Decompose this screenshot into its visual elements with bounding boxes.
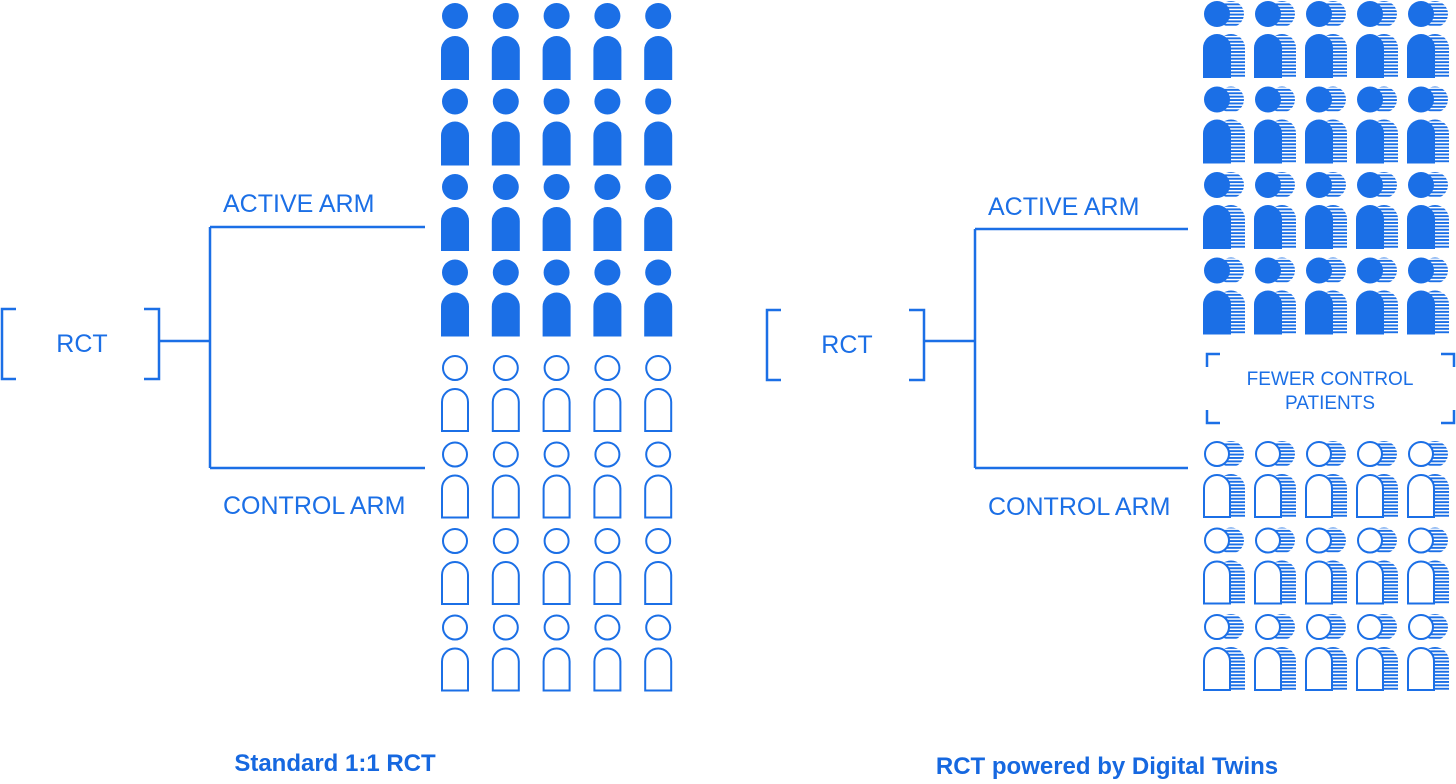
person-outline-with-digital-twin-icon xyxy=(1203,614,1245,691)
person-outline-icon xyxy=(491,355,520,432)
person-with-digital-twin-icon xyxy=(1305,86,1347,164)
person-filled-icon xyxy=(542,88,571,166)
person-with-digital-twin-icon xyxy=(1407,257,1449,335)
person-outline-icon xyxy=(491,441,520,519)
person-filled-icon xyxy=(542,259,571,337)
person-outline-with-digital-twin-icon xyxy=(1254,614,1296,691)
person-outline-icon xyxy=(542,528,571,605)
person-with-digital-twin-icon xyxy=(1254,86,1296,164)
fewer-control-note-line1: FEWER CONTROL xyxy=(1247,369,1414,390)
person-outline-icon xyxy=(441,441,469,519)
person-with-digital-twin-icon xyxy=(1254,172,1296,249)
person-outline-icon xyxy=(441,614,469,692)
rct-label-left: RCT xyxy=(56,330,107,358)
person-filled-icon xyxy=(644,3,673,80)
person-with-digital-twin-icon xyxy=(1254,257,1296,335)
person-with-digital-twin-icon xyxy=(1203,257,1245,335)
person-filled-icon xyxy=(593,88,622,166)
person-with-digital-twin-icon xyxy=(1407,172,1449,249)
person-outline-icon xyxy=(593,528,622,605)
person-outline-icon xyxy=(593,614,622,692)
person-filled-icon xyxy=(593,3,622,80)
person-with-digital-twin-icon xyxy=(1356,86,1398,164)
person-outline-with-digital-twin-icon xyxy=(1305,527,1347,605)
rct-label-right: RCT xyxy=(821,331,872,359)
person-filled-icon xyxy=(441,3,469,80)
person-outline-with-digital-twin-icon xyxy=(1407,527,1449,605)
branch-lines-left xyxy=(159,225,425,470)
person-with-digital-twin-icon xyxy=(1407,1,1449,78)
person-outline-with-digital-twin-icon xyxy=(1203,441,1245,518)
active-arm-patients-left xyxy=(441,3,673,337)
person-with-digital-twin-icon xyxy=(1203,86,1245,164)
person-outline-icon xyxy=(542,441,571,519)
person-outline-icon xyxy=(491,614,520,692)
person-outline-icon xyxy=(441,355,469,432)
fewer-control-note-line2: PATIENTS xyxy=(1285,393,1375,414)
person-outline-with-digital-twin-icon xyxy=(1305,441,1347,518)
person-with-digital-twin-icon xyxy=(1305,257,1347,335)
person-with-digital-twin-icon xyxy=(1356,172,1398,249)
person-outline-icon xyxy=(644,528,673,605)
person-filled-icon xyxy=(491,3,520,80)
active-arm-label-right: ACTIVE ARM xyxy=(988,193,1139,221)
rct-bracket-left xyxy=(0,307,161,381)
person-with-digital-twin-icon xyxy=(1356,1,1398,78)
person-outline-icon xyxy=(542,355,571,432)
person-outline-icon xyxy=(593,355,622,432)
person-outline-with-digital-twin-icon xyxy=(1254,527,1296,605)
control-arm-patients-right xyxy=(1203,441,1449,691)
person-with-digital-twin-icon xyxy=(1356,257,1398,335)
person-with-digital-twin-icon xyxy=(1305,172,1347,249)
person-filled-icon xyxy=(491,259,520,337)
person-filled-icon xyxy=(593,259,622,337)
person-outline-with-digital-twin-icon xyxy=(1356,614,1398,691)
control-arm-patients-left xyxy=(441,355,673,692)
person-filled-icon xyxy=(644,174,673,251)
person-filled-icon xyxy=(542,3,571,80)
left-panel: RCT ACTIVE ARM CONTROL ARM Standard 1:1 … xyxy=(0,3,673,777)
person-outline-icon xyxy=(593,441,622,519)
person-with-digital-twin-icon xyxy=(1203,172,1245,249)
person-filled-icon xyxy=(542,174,571,251)
person-outline-icon xyxy=(644,614,673,692)
rct-bracket-right xyxy=(765,308,926,382)
person-filled-icon xyxy=(441,174,469,251)
active-arm-patients-right xyxy=(1203,1,1449,335)
person-filled-icon xyxy=(593,174,622,251)
caption-right: RCT powered by Digital Twins xyxy=(936,753,1278,780)
person-with-digital-twin-icon xyxy=(1203,1,1245,78)
person-outline-with-digital-twin-icon xyxy=(1254,441,1296,518)
person-with-digital-twin-icon xyxy=(1254,1,1296,78)
person-outline-icon xyxy=(644,355,673,432)
person-outline-icon xyxy=(441,528,469,605)
person-filled-icon xyxy=(491,88,520,166)
person-outline-with-digital-twin-icon xyxy=(1203,527,1245,605)
person-filled-icon xyxy=(644,88,673,166)
fewer-control-note: FEWER CONTROL PATIENTS xyxy=(1205,352,1456,425)
person-filled-icon xyxy=(441,259,469,337)
person-outline-with-digital-twin-icon xyxy=(1407,614,1449,691)
active-arm-label-left: ACTIVE ARM xyxy=(223,190,374,218)
control-arm-label-left: CONTROL ARM xyxy=(223,492,405,520)
person-outline-with-digital-twin-icon xyxy=(1407,441,1449,518)
branch-lines-right xyxy=(924,227,1188,470)
control-arm-label-right: CONTROL ARM xyxy=(988,493,1170,521)
person-outline-icon xyxy=(644,441,673,519)
person-outline-icon xyxy=(542,614,571,692)
right-panel: RCT ACTIVE ARM CONTROL ARM FEWER CONTROL… xyxy=(765,1,1456,780)
person-with-digital-twin-icon xyxy=(1407,86,1449,164)
person-filled-icon xyxy=(491,174,520,251)
person-outline-with-digital-twin-icon xyxy=(1356,441,1398,518)
person-outline-icon xyxy=(491,528,520,605)
person-with-digital-twin-icon xyxy=(1305,1,1347,78)
person-filled-icon xyxy=(644,259,673,337)
person-outline-with-digital-twin-icon xyxy=(1305,614,1347,691)
person-outline-with-digital-twin-icon xyxy=(1356,527,1398,605)
caption-left: Standard 1:1 RCT xyxy=(234,750,436,777)
person-filled-icon xyxy=(441,88,469,166)
